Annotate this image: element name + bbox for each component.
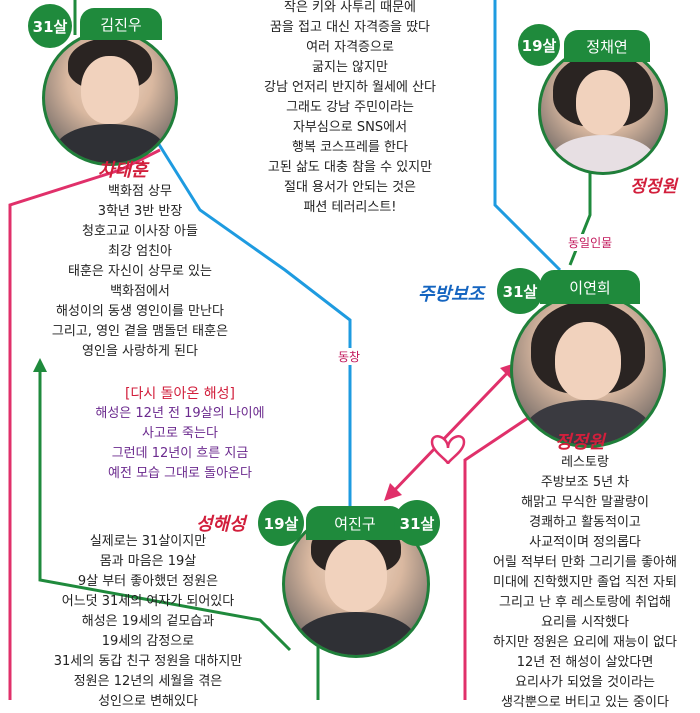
blue-line-classmate bbox=[148, 129, 352, 560]
portrait-kim-jinwoo bbox=[42, 30, 178, 166]
desc-line: 해맑고 무식한 말괄량이 bbox=[521, 495, 649, 510]
label-same-person: 동일인물 bbox=[566, 234, 615, 251]
top-description: 작은 키와 사투리 때문에 꿈을 접고 대신 자격증을 땄다 여러 자격증으로 … bbox=[240, 0, 460, 218]
yeo-jingoo-description: 실제로는 31살이지만 몸과 마음은 19살 9살 부터 좋아했던 정원은 어느… bbox=[28, 532, 268, 712]
desc-line: 태훈은 자신이 상무로 있는 bbox=[68, 264, 212, 279]
top-line: 작은 키와 사투리 때문에 bbox=[284, 0, 416, 15]
return-title: [다시 돌아온 해성] bbox=[125, 386, 235, 402]
desc-line: 정원은 12년의 세월을 겪은 bbox=[73, 674, 223, 689]
top-line: 행복 코스프레를 한다 bbox=[292, 140, 408, 155]
top-line: 자부심으로 SNS에서 bbox=[292, 120, 408, 135]
desc-line: 그리고, 영인 곁을 맴돌던 태훈은 bbox=[51, 324, 229, 339]
actor-tab-yeo-jingoo: 여진구 bbox=[306, 506, 404, 540]
pink-arrow-head-bottom bbox=[384, 483, 402, 501]
desc-line: 레스토랑 bbox=[561, 455, 609, 470]
age-badge-jung-chaeyeon: 19살 bbox=[518, 24, 560, 66]
return-line: 사고로 죽는다 bbox=[142, 426, 218, 441]
desc-line: 최강 엄친아 bbox=[108, 244, 172, 259]
age-badge-lee-yeonhee: 31살 bbox=[497, 268, 543, 314]
character-name-cha-taehoon: 차태훈 bbox=[98, 160, 148, 181]
desc-line: 백화점에서 bbox=[110, 284, 170, 299]
character-name-jung-jungwon-young: 정정원 bbox=[630, 177, 677, 197]
desc-line: 19세의 감정으로 bbox=[101, 634, 195, 649]
desc-line: 경쾌하고 활동적이고 bbox=[529, 515, 641, 530]
top-line: 고된 삶도 대충 참을 수 있지만 bbox=[267, 160, 433, 175]
desc-line: 청호고교 이사장 아들 bbox=[82, 224, 198, 239]
green-line-left-arrow bbox=[38, 370, 292, 652]
actor-tab-lee-yeonhee: 이연희 bbox=[540, 270, 640, 304]
desc-line: 해성은 19세의 겉모습과 bbox=[81, 614, 215, 629]
top-line: 꿈을 접고 대신 자격증을 땄다 bbox=[269, 20, 431, 35]
age-badge-yeo-jingoo-young: 19살 bbox=[258, 500, 304, 546]
desc-line: 어릴 적부터 만화 그리기를 좋아해 bbox=[493, 555, 677, 570]
desc-line: 요리사가 되었을 것이라는 bbox=[515, 675, 655, 690]
returned-haesung-box: [다시 돌아온 해성] 해성은 12년 전 19살의 나이에 사고로 죽는다 그… bbox=[60, 384, 300, 484]
return-line: 해성은 12년 전 19살의 나이에 bbox=[95, 406, 265, 421]
character-name-jung-jungwon: 정정원 bbox=[555, 432, 605, 453]
role-kitchen-assistant: 주방보조 bbox=[418, 284, 485, 305]
desc-line: 어느덧 31세의 여자가 되어있다 bbox=[61, 594, 235, 609]
pink-line-right bbox=[463, 398, 556, 700]
desc-line: 미대에 진학했지만 졸업 직전 자퇴 bbox=[493, 575, 677, 590]
desc-line: 사교적이며 정의롭다 bbox=[529, 535, 641, 550]
return-line: 그런데 12년이 흐른 지금 bbox=[111, 446, 249, 461]
top-line: 패션 테러리스트! bbox=[303, 200, 397, 215]
desc-line: 12년 전 해성이 살았다면 bbox=[516, 655, 654, 670]
top-line: 굶지는 않지만 bbox=[312, 60, 388, 75]
character-name-sung-haesung: 성해성 bbox=[196, 514, 246, 535]
blue-line-top-right bbox=[493, 0, 562, 272]
desc-line: 3학년 3반 반장 bbox=[97, 204, 183, 219]
desc-line: 실제로는 31살이지만 bbox=[89, 534, 207, 549]
actor-tab-jung-chaeyeon: 정채연 bbox=[564, 30, 650, 62]
top-line: 절대 용서가 안되는 것은 bbox=[284, 180, 416, 195]
desc-line: 생각뿐으로 버티고 있는 중이다 bbox=[501, 695, 669, 710]
desc-line: 하지만 정원은 요리에 재능이 없다 bbox=[493, 635, 677, 650]
return-line: 예전 모습 그대로 돌아온다 bbox=[108, 466, 252, 481]
label-classmate: 동창 bbox=[336, 348, 363, 365]
desc-line: 몸과 마음은 19살 bbox=[99, 554, 197, 569]
desc-line: 요리를 시작했다 bbox=[541, 615, 629, 630]
desc-line: 9살 부터 좋아했던 정원은 bbox=[77, 574, 219, 589]
top-line: 그래도 강남 주민이라는 bbox=[286, 100, 414, 115]
desc-line: 주방보조 5년 차 bbox=[540, 475, 630, 490]
top-line: 강남 언저리 반지하 월세에 산다 bbox=[263, 80, 436, 95]
portrait-jung-chaeyeon bbox=[538, 45, 668, 175]
pink-love-arrow bbox=[388, 366, 514, 497]
heart-icon bbox=[430, 435, 466, 465]
age-badge-kim-jinwoo: 31살 bbox=[28, 4, 72, 48]
desc-line: 해성이의 동생 영인이를 만난다 bbox=[56, 304, 224, 319]
desc-line: 백화점 상무 bbox=[108, 184, 172, 199]
age-badge-yeo-jingoo-adult: 31살 bbox=[394, 500, 440, 546]
desc-line: 영인을 사랑하게 된다 bbox=[82, 344, 198, 359]
portrait-lee-yeonhee bbox=[510, 292, 666, 448]
green-arrow-head bbox=[33, 358, 47, 372]
desc-line: 그리고 난 후 레스토랑에 취업해 bbox=[498, 595, 671, 610]
lee-yeonhee-description: 레스토랑 주방보조 5년 차 해맑고 무식한 말괄량이 경쾌하고 활동적이고 사… bbox=[470, 453, 700, 713]
top-line: 여러 자격증으로 bbox=[306, 40, 394, 55]
kim-jinwoo-description: 백화점 상무 3학년 3반 반장 청호고교 이사장 아들 최강 엄친아 태훈은 … bbox=[30, 182, 250, 362]
desc-line: 성인으로 변해있다 bbox=[98, 694, 198, 709]
actor-tab-kim-jinwoo: 김진우 bbox=[80, 8, 162, 40]
desc-line: 31세의 동갑 친구 정원을 대하지만 bbox=[53, 654, 243, 669]
